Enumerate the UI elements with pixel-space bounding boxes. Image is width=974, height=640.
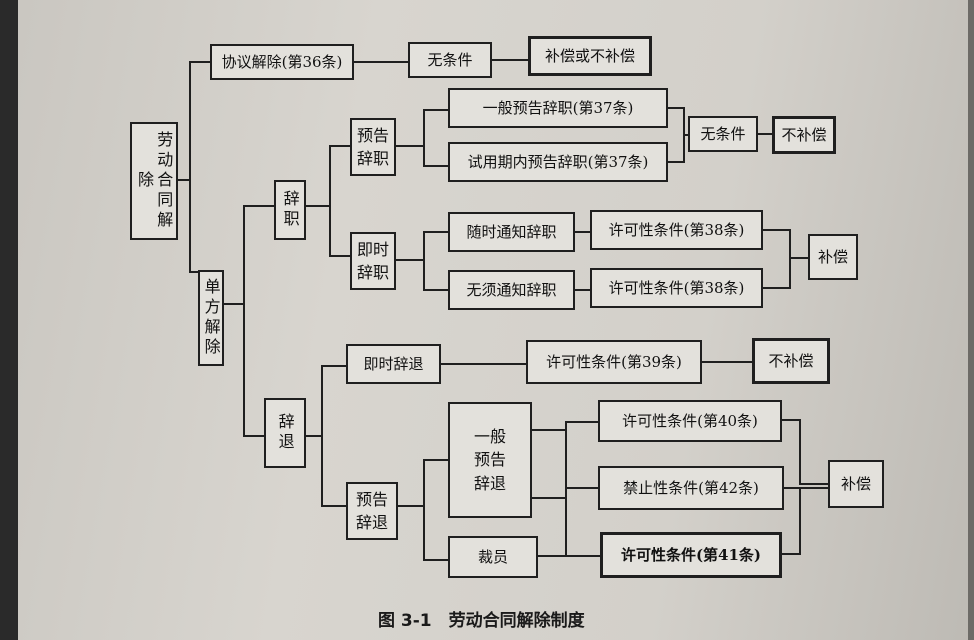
dismiss-node: 辞退 bbox=[264, 398, 306, 468]
photo-dark-edge bbox=[0, 0, 18, 640]
anytime-notice-resign-node: 随时通知辞职 bbox=[448, 212, 575, 252]
notice-resign-node: 预告 辞职 bbox=[350, 118, 396, 176]
photo-right-edge bbox=[968, 0, 974, 640]
root-node: 劳动合同解除 bbox=[130, 122, 178, 240]
layoff-node: 裁员 bbox=[448, 536, 538, 578]
general-notice-dismiss-node: 一般 预告 辞退 bbox=[448, 402, 532, 518]
no-notice-resign-node: 无须通知辞职 bbox=[448, 270, 575, 310]
permissive-40-node: 许可性条件(第40条) bbox=[598, 400, 782, 442]
notice-dismiss-node: 预告 辞退 bbox=[346, 482, 398, 540]
permissive-41-node: 许可性条件(第41条) bbox=[600, 532, 782, 578]
mutual-condition-node: 无条件 bbox=[408, 42, 492, 78]
mutual-result-node: 补偿或不补偿 bbox=[528, 36, 652, 76]
final-compensation-node: 补偿 bbox=[828, 460, 884, 508]
permissive-38b-node: 许可性条件(第38条) bbox=[590, 268, 763, 308]
immediate-resign-node: 即时 辞职 bbox=[350, 232, 396, 290]
compensation-38-node: 补偿 bbox=[808, 234, 858, 280]
probation-notice-resign-node: 试用期内预告辞职(第37条) bbox=[448, 142, 668, 182]
no-compensation-39-node: 不补偿 bbox=[752, 338, 830, 384]
notice-condition-node: 无条件 bbox=[688, 116, 758, 152]
prohibitive-42-node: 禁止性条件(第42条) bbox=[598, 466, 784, 510]
unilateral-node: 单方解除 bbox=[198, 270, 224, 366]
permissive-39-node: 许可性条件(第39条) bbox=[526, 340, 702, 384]
immediate-dismiss-node: 即时辞退 bbox=[346, 344, 441, 384]
figure-caption: 图 3-1 劳动合同解除制度 bbox=[378, 611, 585, 631]
general-notice-resign-node: 一般预告辞职(第37条) bbox=[448, 88, 668, 128]
permissive-38a-node: 许可性条件(第38条) bbox=[590, 210, 763, 250]
notice-result-node: 不补偿 bbox=[772, 116, 836, 154]
resign-node: 辞职 bbox=[274, 180, 306, 240]
mutual-node: 协议解除(第36条) bbox=[210, 44, 354, 80]
